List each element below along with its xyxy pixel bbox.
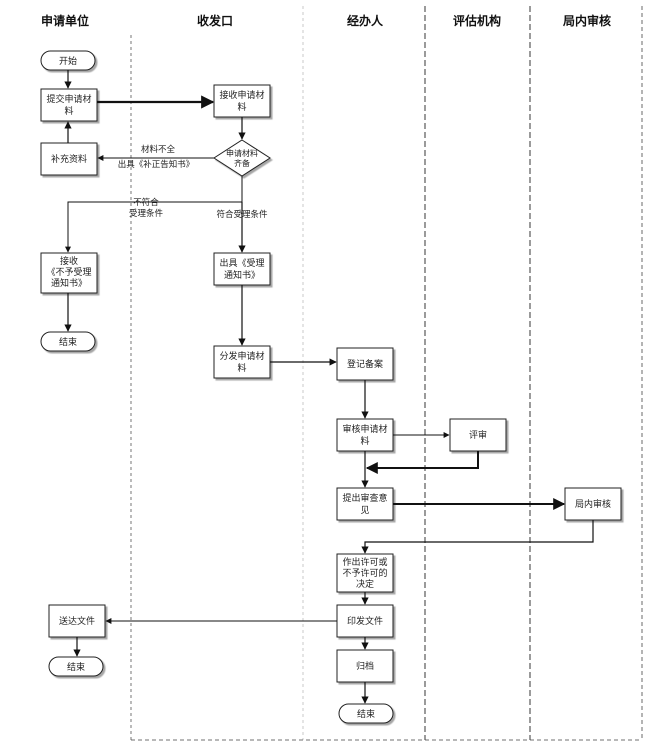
register-box [336,347,394,381]
lane-title-applicant: 申请单位 [41,13,89,28]
edge-label-not-qualified-1: 不符合 [133,197,159,208]
edge-label-not-qualified-2: 受理条件 [129,208,164,219]
review-materials-box [336,418,394,452]
receive-materials-label: 接收申请材料 [219,89,264,113]
supplement-label: 补充资料 [51,153,87,165]
not-accepted-notice-label: 接收《不予受理通知书》 [46,255,91,289]
distribute-materials-label: 分发申请材料 [219,350,264,374]
decision-box [336,553,394,593]
supplement-box [40,142,98,176]
decision-label: 作出许可或不予许可的决定 [342,556,387,590]
deliver-document-box [48,604,106,638]
edge-label-qualified: 符合受理条件 [216,209,268,220]
edge-evaluate-return [365,451,479,474]
draft-opinion-box [336,487,394,521]
lane-title-handler: 经办人 [347,13,384,28]
start-label: 开始 [59,55,77,67]
submit-materials-label: 提交申请材料 [46,93,91,117]
lane-title-review: 局内审核 [563,13,611,28]
lane-title-reception: 收发口 [197,13,233,28]
issue-document-box [336,604,394,638]
end-label-applicant-1: 结束 [59,336,77,348]
receive-materials-box [213,84,271,118]
review-materials-label: 审核申请材料 [342,423,387,447]
edge-label-incomplete-1: 材料不全 [141,144,176,155]
draft-opinion-label: 提出审查意见 [342,492,387,516]
distribute-materials-box [213,345,271,379]
edge-check-to-not-accepted [65,201,242,253]
end-label-handler: 结束 [357,708,375,720]
edge-label-incomplete-2: 出具《补正告知书》 [118,159,195,170]
issue-document-label: 印发文件 [347,615,383,627]
accept-notice-box [213,252,271,286]
end-terminal-handler [338,703,394,724]
evaluate-label: 评审 [469,429,487,441]
check-complete-label: 申请材料齐备 [226,148,258,168]
deliver-document-label: 送达文件 [59,615,95,627]
end-terminal-applicant-2 [48,656,104,677]
evaluate-box [449,418,507,452]
edge-internal-review-return [361,520,594,554]
end-terminal-applicant-1 [40,331,96,352]
register-label: 登记备案 [347,358,383,370]
lane-title-assessor: 评估机构 [453,13,501,28]
not-accepted-notice-box [40,252,98,294]
end-label-applicant-2: 结束 [67,661,85,673]
accept-notice-label: 出具《受理通知书》 [219,257,264,281]
submit-materials-box [40,88,98,122]
check-complete-diamond [213,139,271,177]
internal-review-label: 局内审核 [575,498,611,510]
archive-label: 归档 [356,660,374,672]
